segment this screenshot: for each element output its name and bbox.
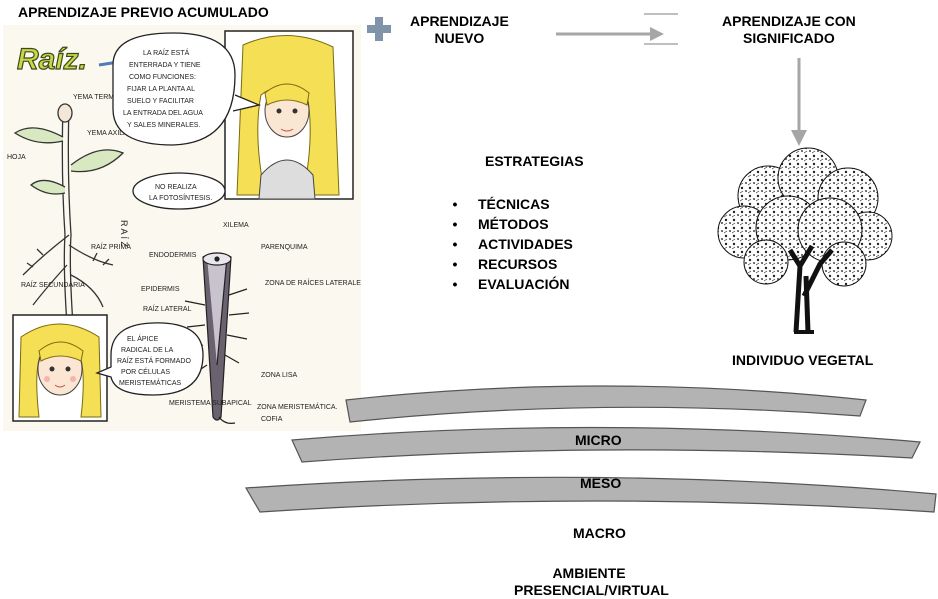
bubble1-line: Y SALES MINERALES. — [127, 122, 200, 129]
arrow-down-icon — [791, 58, 807, 146]
bullet-icon: • — [452, 216, 458, 232]
label-parenquima: PARENQUIMA — [261, 244, 308, 251]
meaningful-learning-label: APRENDIZAJE CON SIGNIFICADO — [722, 13, 856, 47]
label-raiz-prima: RAÍZ PRIMA — [91, 242, 131, 251]
level-micro: MICRO — [575, 432, 622, 448]
bubble2-line: NO REALIZA — [155, 184, 197, 191]
bubble1-line: FIJAR LA PLANTA AL — [127, 86, 195, 93]
strategy-item: • EVALUACIÓN — [450, 274, 573, 294]
label-raiz-vertical: R A Í Z — [119, 220, 129, 248]
strategy-label: ACTIVIDADES — [478, 236, 573, 252]
strategies-list: • TÉCNICAS • MÉTODOS • ACTIVIDADES • RECURSOS • E… — [450, 194, 573, 294]
label-zona-raices: ZONA DE RAÍCES LATERALES — [265, 278, 361, 287]
label-yema-axilar: YEMA AXILAR — [87, 130, 133, 137]
tree-illustration — [717, 147, 893, 334]
strategy-label: RECURSOS — [478, 256, 558, 272]
girl-top-figure — [224, 30, 354, 200]
bubble2-line: LA FOTOSÍNTESIS. — [149, 193, 212, 202]
strategy-label: TÉCNICAS — [478, 196, 550, 212]
plant-sketch — [13, 103, 125, 326]
arc-micro — [345, 385, 867, 423]
label-raiz-lateral: RAÍZ LATERAL — [143, 304, 192, 313]
bubble3-line: RADICAL DE LA — [121, 347, 174, 354]
new-learning-line2: NUEVO — [434, 30, 485, 46]
label-epidermis: EPIDERMIS — [141, 286, 180, 293]
speech-bubble-3: EL ÁPICE RADICAL DE LA RAÍZ ESTÁ FORMADO… — [95, 322, 204, 396]
label-xilema: XILEMA — [223, 222, 249, 229]
previous-learning-text: APRENDIZAJE PREVIO ACUMULADO — [18, 4, 269, 20]
strategy-label: EVALUACIÓN — [478, 276, 570, 292]
label-raiz-secundaria: RAÍZ SECUNDARIA — [21, 280, 85, 289]
level-meso: MESO — [580, 475, 622, 491]
equals-icon — [644, 13, 678, 45]
illustration-title: Raíz. — [17, 43, 87, 76]
speech-bubble-2: NO REALIZA LA FOTOSÍNTESIS. — [132, 172, 226, 210]
bubble1-line: LA RAÍZ ESTÁ — [143, 48, 190, 57]
environment-line1: AMBIENTE — [552, 565, 626, 581]
bubble1-line: COMO FUNCIONES: — [129, 74, 196, 81]
strategy-item: • TÉCNICAS — [450, 194, 573, 214]
bubble3-line: RAÍZ ESTÁ FORMADO — [117, 356, 191, 365]
bubble1-line: LA ENTRADA DEL AGUA — [123, 110, 203, 117]
label-cofia: COFIA — [261, 416, 283, 423]
strategy-label: MÉTODOS — [478, 216, 549, 232]
svg-text:LA RAÍZ ESTÁ ENTERRA: LA RAÍZ ESTÁ ENTERRADA Y TIENE COMO FUNC… — [123, 48, 204, 129]
label-meristema: MERISTEMA SUBAPICAL — [169, 400, 252, 407]
root-illustration: Raíz. YEMA TERMINAL YEMA AXILAR HOJA — [3, 25, 361, 431]
bubble3-line: EL ÁPICE — [127, 334, 159, 343]
individual-label: INDIVIDUO VEGETAL — [732, 352, 874, 368]
speech-bubble-1: LA RAÍZ ESTÁ ENTERRADA Y TIENE COMO FUNC… — [112, 32, 262, 146]
svg-text:EL ÁPICE RADICAL DE: EL ÁPICE RADICAL DE LA RAÍZ ESTÁ FORMADO… — [117, 334, 193, 387]
meaningful-line1: APRENDIZAJE CON — [722, 13, 856, 29]
meaningful-line2: SIGNIFICADO — [743, 30, 835, 46]
bullet-icon: • — [452, 276, 458, 292]
bullet-icon: • — [452, 196, 458, 212]
arrow-right-icon — [556, 27, 664, 41]
strategy-item: • ACTIVIDADES — [450, 234, 573, 254]
environment-label: AMBIENTE PRESENCIAL/VIRTUAL — [514, 565, 669, 599]
bubble1-line: ENTERRADA Y TIENE — [129, 62, 201, 69]
new-learning-label: APRENDIZAJE NUEVO — [410, 13, 509, 47]
level-macro: MACRO — [573, 525, 626, 541]
label-yema-terminal: YEMA TERMINAL — [73, 94, 130, 101]
label-hoja: HOJA — [7, 154, 26, 161]
bullet-icon: • — [452, 236, 458, 252]
previous-learning-label: APRENDIZAJE PREVIO ACUMULADO — [18, 4, 269, 21]
strategies-title: ESTRATEGIAS — [485, 153, 584, 169]
strategy-item: • MÉTODOS — [450, 214, 573, 234]
root-cross-section — [184, 252, 250, 424]
bubble3-line: MERISTEMÁTICAS — [119, 378, 182, 387]
svg-text:NO REALIZA LA FOTOSÍ: NO REALIZA LA FOTOSÍNTESIS. — [149, 184, 212, 202]
plus-icon — [367, 17, 391, 41]
strategy-item: • RECURSOS — [450, 254, 573, 274]
environment-line2: PRESENCIAL/VIRTUAL — [514, 582, 669, 598]
girl-bottom-figure — [12, 314, 108, 422]
bubble1-line: SUELO Y FACILITAR — [127, 98, 194, 105]
new-learning-line1: APRENDIZAJE — [410, 13, 509, 29]
label-endodermis: ENDODERMIS — [149, 252, 197, 259]
label-zona-lisa: ZONA LISA — [261, 372, 298, 379]
label-zona-meristematica: ZONA MERISTEMÁTICA. — [257, 402, 338, 411]
bullet-icon: • — [452, 256, 458, 272]
bubble3-line: POR CÉLULAS — [121, 367, 170, 376]
